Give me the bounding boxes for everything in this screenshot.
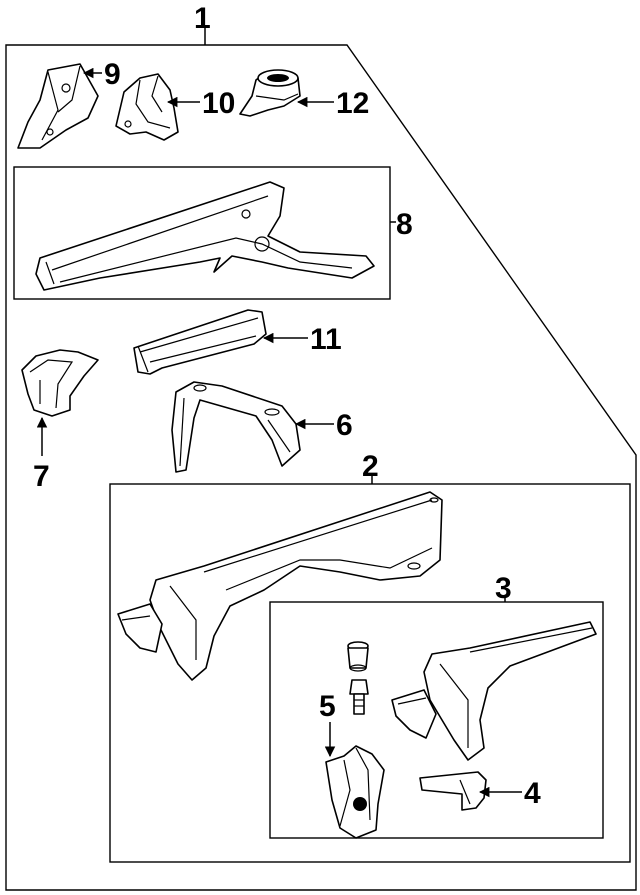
callout-4: 4 xyxy=(524,777,541,810)
part-11-reinforcement xyxy=(133,309,267,375)
part-5-bracket xyxy=(325,745,385,839)
callout-11: 11 xyxy=(310,323,342,356)
callout-10: 10 xyxy=(202,87,235,120)
part-8-frame-rail xyxy=(35,181,375,291)
callout-6: 6 xyxy=(336,409,353,442)
part-3-sub-member xyxy=(391,621,597,761)
part-12-mount xyxy=(239,69,301,117)
callout-8: 8 xyxy=(396,208,413,241)
part-7-brace xyxy=(21,349,99,417)
part-2-side-member xyxy=(117,491,443,681)
callout-2: 2 xyxy=(362,450,379,483)
callout-3: 3 xyxy=(495,572,512,605)
callout-12: 12 xyxy=(336,87,369,120)
part-bolt xyxy=(349,679,369,715)
assembly-frame xyxy=(5,44,637,891)
callout-7: 7 xyxy=(33,460,50,493)
callout-5: 5 xyxy=(319,690,336,723)
part-2-box xyxy=(109,483,631,863)
part-3-box xyxy=(269,601,604,839)
part-9-bracket xyxy=(17,63,99,149)
part-6-apron xyxy=(171,381,301,473)
callout-9: 9 xyxy=(104,58,121,91)
part-bushing xyxy=(347,641,369,672)
part-10-bracket xyxy=(115,73,179,141)
part-8-box xyxy=(13,166,391,300)
callout-1: 1 xyxy=(194,2,211,35)
part-4-plate xyxy=(419,771,487,811)
